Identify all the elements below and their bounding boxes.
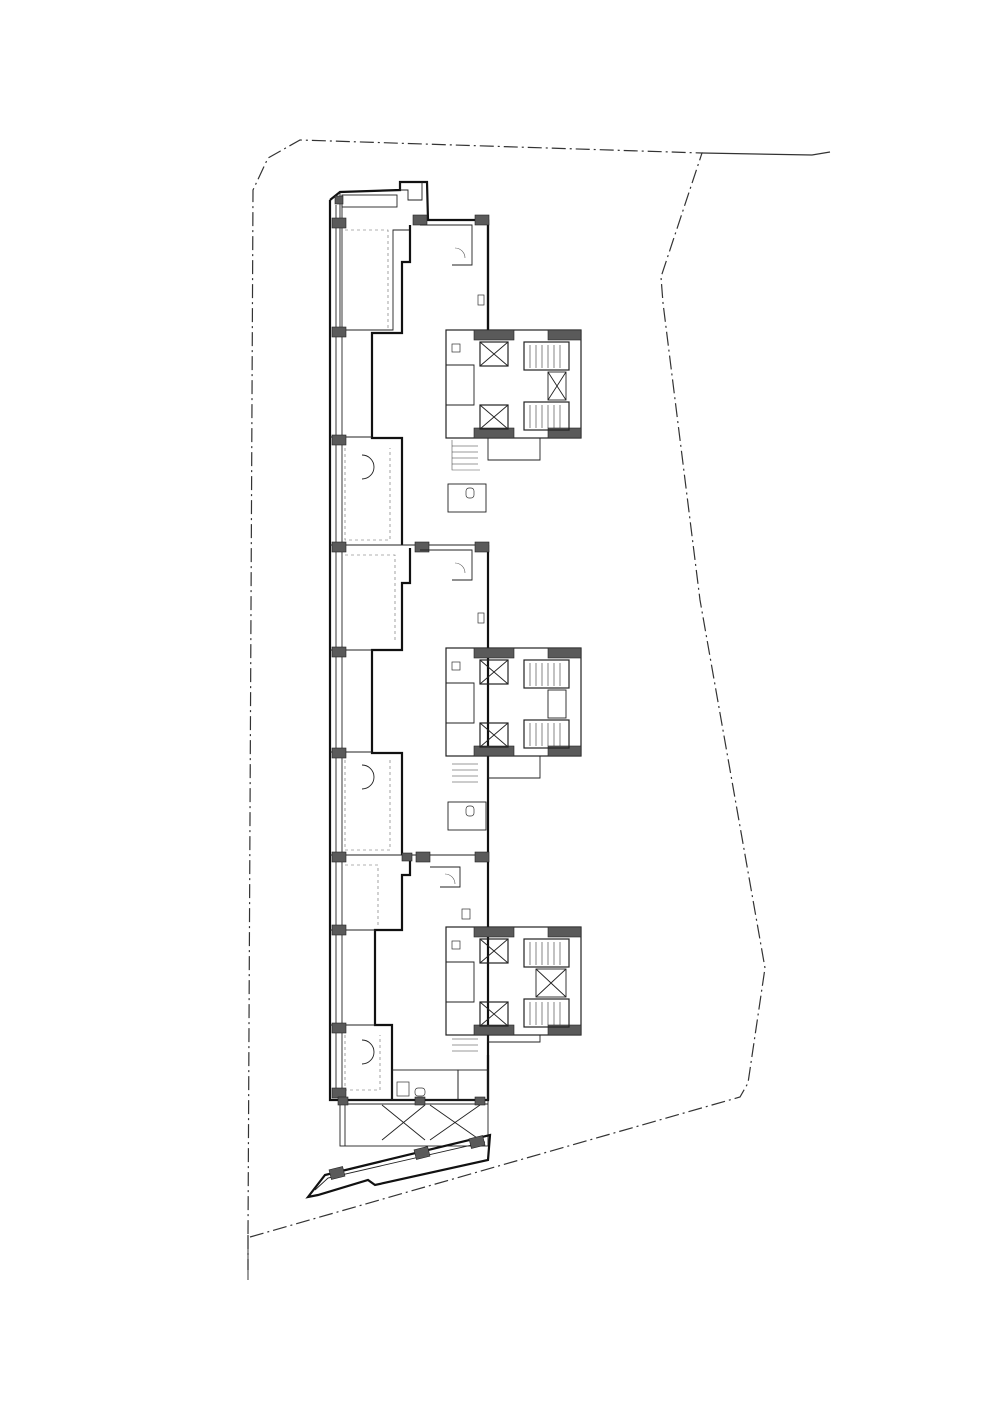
- column: [331, 747, 347, 759]
- column: [331, 646, 347, 658]
- column: [331, 434, 347, 446]
- columns: [331, 214, 490, 1099]
- column: [414, 541, 430, 553]
- site-boundary: [247, 139, 831, 1280]
- canopy: [305, 1096, 492, 1199]
- column: [331, 326, 347, 338]
- north-structure: [334, 182, 423, 208]
- core-1: [420, 224, 582, 513]
- column: [331, 541, 347, 553]
- column: [474, 214, 490, 226]
- column: [331, 1087, 347, 1099]
- column: [412, 214, 428, 226]
- column: [331, 1022, 347, 1034]
- core-3: [430, 866, 582, 1052]
- column: [401, 852, 413, 862]
- south-rooms: [391, 1069, 489, 1101]
- column: [474, 541, 490, 553]
- column: [415, 851, 431, 863]
- column: [331, 217, 347, 229]
- column: [474, 851, 490, 863]
- column: [331, 924, 347, 936]
- core-2: [420, 549, 582, 831]
- column: [331, 851, 347, 863]
